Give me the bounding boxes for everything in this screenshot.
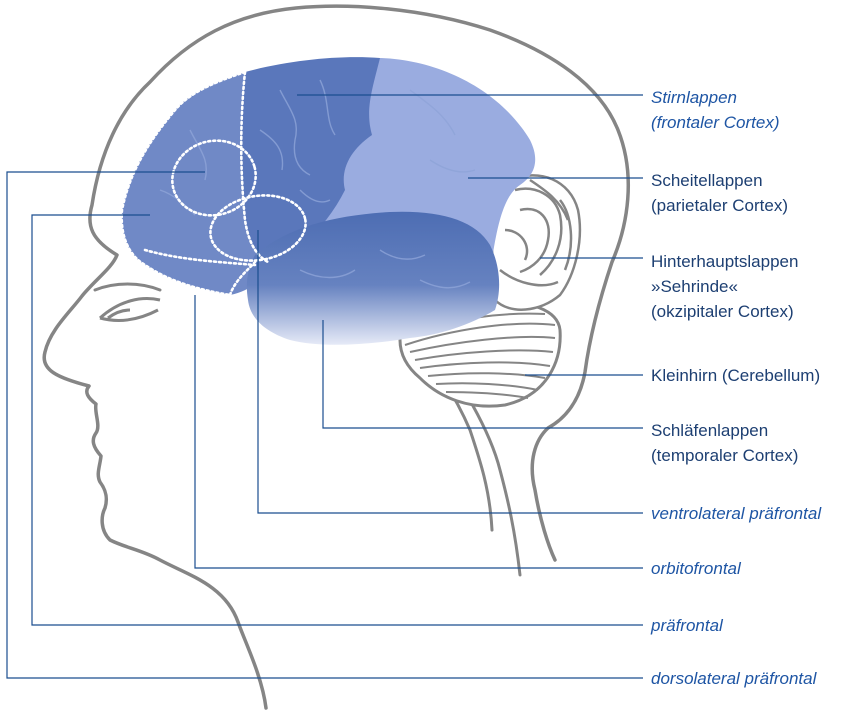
eye-shape bbox=[100, 299, 160, 321]
label-orbitofrontal: orbitofrontal bbox=[651, 556, 741, 581]
label-hinterhauptslappen: Hinterhauptslappen »Sehrinde« (okzipital… bbox=[651, 249, 798, 324]
label-stirnlappen: Stirnlappen (frontaler Cortex) bbox=[651, 85, 779, 135]
label-praefrontal: präfrontal bbox=[651, 613, 723, 638]
label-ventrolateral: ventrolateral präfrontal bbox=[651, 501, 821, 526]
brow-line bbox=[95, 284, 160, 290]
label-schlaefenlappen: Schläfenlappen (temporaler Cortex) bbox=[651, 418, 798, 468]
label-kleinhirn: Kleinhirn (Cerebellum) bbox=[651, 363, 820, 388]
label-dorsolateral: dorsolateral präfrontal bbox=[651, 666, 816, 691]
label-scheitellappen: Scheitellappen (parietaler Cortex) bbox=[651, 168, 788, 218]
